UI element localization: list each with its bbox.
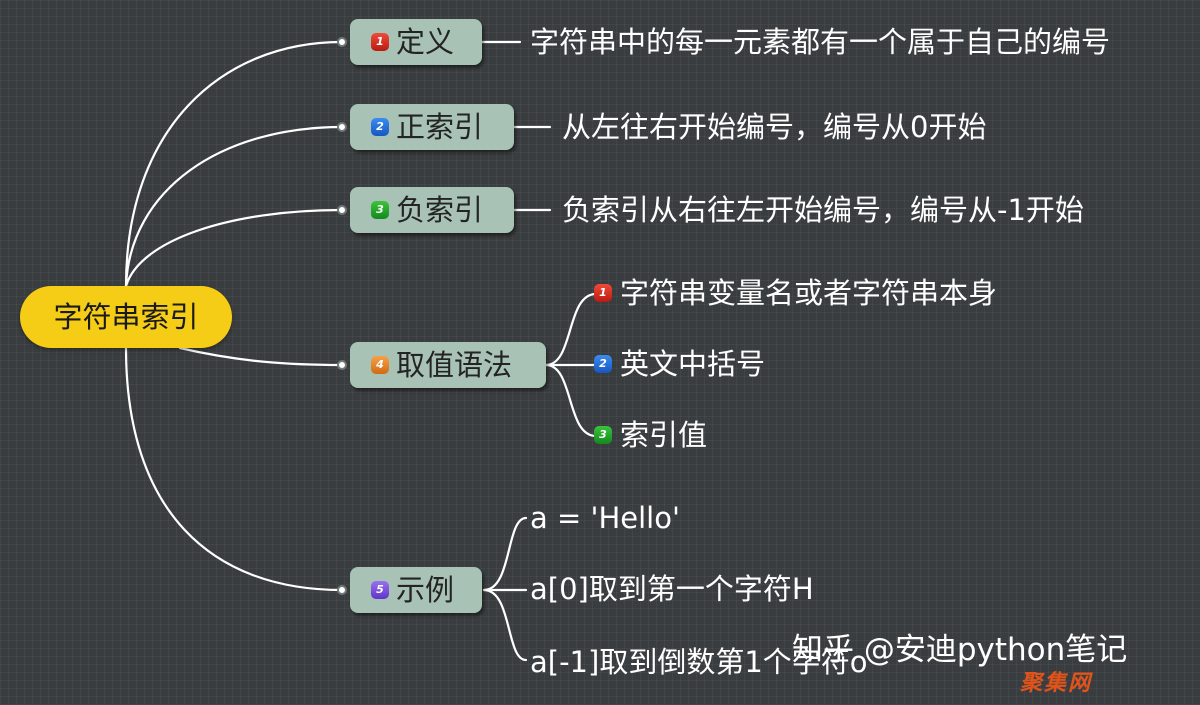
root-node[interactable]: 字符串索引 (20, 286, 232, 348)
branch-label: 示例 (396, 573, 455, 607)
leaf-text: 字符串中的每一元素都有一个属于自己的编号 (530, 25, 1111, 59)
priority-1-badge: 1 (594, 284, 612, 302)
connector-syntax-leaf-3 (544, 363, 598, 438)
connector-dot (337, 205, 347, 215)
priority-2-badge: 2 (371, 118, 389, 136)
priority-1-badge: 1 (371, 33, 389, 51)
leaf-text: a[0]取到第一个字符H (530, 572, 814, 606)
leaf-text: 字符串变量名或者字符串本身 (620, 276, 998, 310)
connector-example-leaf-3 (482, 588, 528, 662)
priority-5-badge: 5 (371, 581, 389, 599)
branch-syntax[interactable]: 4 取值语法 (350, 342, 546, 388)
leaf-text: 从左往右开始编号，编号从0开始 (562, 110, 987, 144)
branch-label: 负索引 (396, 193, 484, 227)
priority-3-badge: 3 (594, 426, 612, 444)
connector-root-syntax (178, 346, 344, 367)
watermark-site: 聚集网 (1020, 671, 1093, 696)
branch-example[interactable]: 5 示例 (350, 567, 482, 613)
leaf-text: 负索引从右往左开始编号，编号从-1开始 (562, 193, 1084, 227)
branch-label: 取值语法 (396, 348, 513, 382)
watermark-zhihu: 知乎 @安迪python笔记 (792, 632, 1128, 668)
priority-2-badge: 2 (594, 355, 612, 373)
connector-syntax-leaf-1 (544, 292, 598, 367)
root-label: 字符串索引 (53, 300, 199, 334)
leaf-text: a = 'Hello' (530, 501, 680, 535)
leaf-text: a[-1]取到倒数第1个字符o (530, 645, 868, 679)
connector-dot (337, 585, 347, 595)
branch-label: 正索引 (396, 110, 484, 144)
connector-root-negative (124, 208, 344, 288)
connector-dot (337, 122, 347, 132)
connector-root-positive (124, 125, 344, 288)
connector-dot (337, 37, 347, 47)
connector-root-example (124, 346, 344, 592)
connector-dot (337, 360, 347, 370)
branch-negative-index[interactable]: 3 负索引 (350, 187, 514, 233)
priority-3-badge: 3 (371, 201, 389, 219)
connector-example-leaf-1 (482, 516, 528, 592)
branch-definition[interactable]: 1 定义 (350, 19, 482, 65)
connector-root-definition (124, 40, 344, 288)
leaf-text: 索引值 (620, 418, 708, 452)
branch-label: 定义 (396, 25, 455, 59)
priority-4-badge: 4 (371, 356, 389, 374)
branch-positive-index[interactable]: 2 正索引 (350, 104, 514, 150)
leaf-text: 英文中括号 (620, 347, 766, 381)
